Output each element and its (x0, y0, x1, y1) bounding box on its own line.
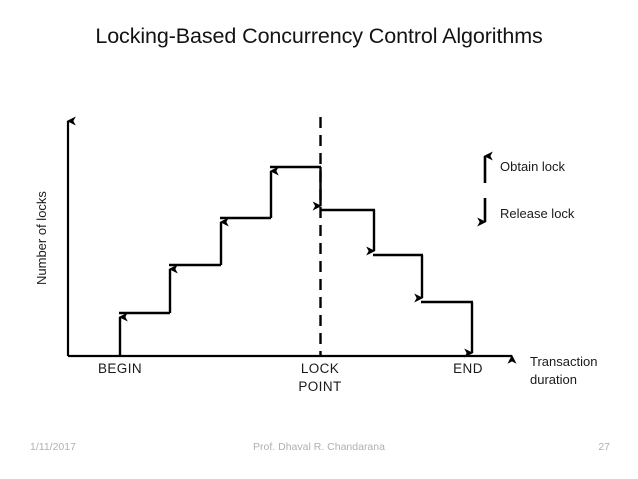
x-tick-end: END (453, 361, 483, 376)
growing-phase-staircase (118, 165, 321, 356)
footer-author: Prof. Dhaval R. Chandarana (253, 441, 385, 453)
x-tick-labels: BEGIN LOCK POINT END (98, 361, 483, 394)
two-phase-locking-diagram: Number of locks Transaction duration (0, 95, 638, 415)
slide-footer: 1/11/2017 Prof. Dhaval R. Chandarana 27 (0, 441, 638, 463)
footer-date: 1/11/2017 (30, 441, 76, 453)
y-axis-label: Number of locks (34, 191, 49, 285)
x-tick-begin: BEGIN (98, 361, 142, 376)
diagram-legend: Obtain lock Release lock (477, 151, 575, 227)
page-title: Locking-Based Concurrency Control Algori… (95, 24, 543, 48)
x-tick-lock-point-line2: POINT (298, 379, 341, 394)
x-tick-lock-point-line1: LOCK (301, 361, 339, 376)
footer-page-number: 27 (598, 441, 610, 453)
x-axis-label-line2: duration (530, 372, 577, 387)
shrinking-phase-staircase (312, 167, 474, 358)
chart-axes (66, 116, 517, 364)
legend-label-obtain-lock: Obtain lock (500, 159, 566, 174)
x-axis-label-line1: Transaction (530, 354, 597, 369)
legend-label-release-lock: Release lock (500, 206, 575, 221)
